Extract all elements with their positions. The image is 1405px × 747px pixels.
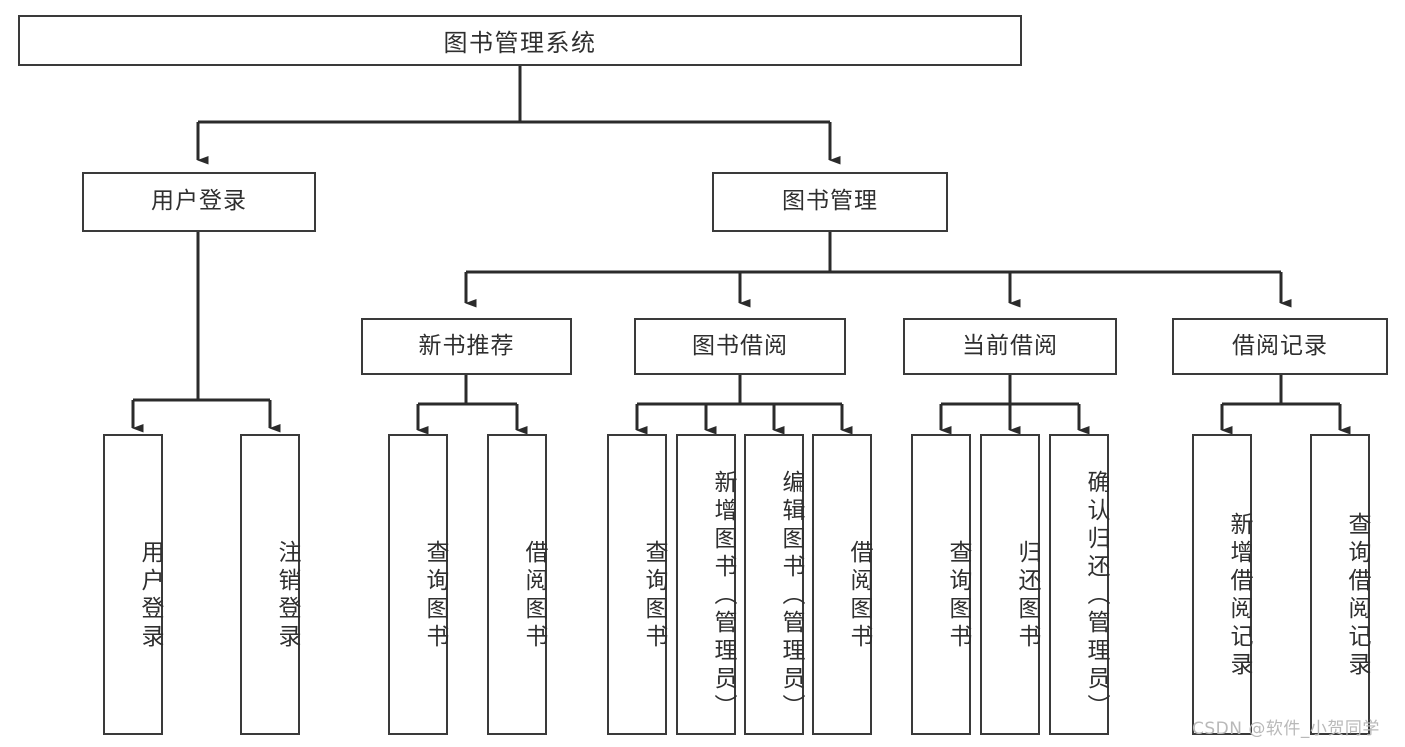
node-label: 确认归还（管理员） <box>1083 469 1109 722</box>
leaf-current-borrow-return-book[interactable]: 归还图书 <box>980 434 1040 735</box>
node-user-login[interactable]: 用户登录 <box>82 172 316 232</box>
leaf-new-book-borrow-book[interactable]: 借阅图书 <box>487 434 547 735</box>
node-label: 借阅图书 <box>521 539 547 652</box>
node-label: 用户登录 <box>151 188 247 215</box>
node-book-borrow[interactable]: 图书借阅 <box>634 318 846 375</box>
node-label: 查询借阅记录 <box>1344 511 1370 680</box>
node-label: 新书推荐 <box>418 332 515 359</box>
node-label: 借阅记录 <box>1232 332 1328 359</box>
leaf-book-borrow-edit-book-admin[interactable]: 编辑图书（管理员） <box>744 434 804 735</box>
node-label: 借阅图书 <box>846 539 872 652</box>
node-label: 用户登录 <box>137 539 163 652</box>
node-new-book-recommend[interactable]: 新书推荐 <box>361 318 572 375</box>
node-label: 新增图书（管理员） <box>710 469 736 722</box>
leaf-book-borrow-query-book[interactable]: 查询图书 <box>607 434 667 735</box>
leaf-book-borrow-add-book-admin[interactable]: 新增图书（管理员） <box>676 434 736 735</box>
node-label: 图书借阅 <box>692 332 788 359</box>
leaf-borrow-record-add-record[interactable]: 新增借阅记录 <box>1192 434 1252 735</box>
node-label: 查询图书 <box>641 539 667 652</box>
node-label: 注销登录 <box>274 539 300 652</box>
node-label: 查询图书 <box>422 539 448 652</box>
leaf-current-borrow-query-book[interactable]: 查询图书 <box>911 434 971 735</box>
node-current-borrow[interactable]: 当前借阅 <box>903 318 1117 375</box>
node-label: 新增借阅记录 <box>1226 511 1252 680</box>
node-label: 归还图书 <box>1014 539 1040 652</box>
node-root-book-management-system[interactable]: 图书管理系统 <box>18 15 1022 66</box>
leaf-user-login-login[interactable]: 用户登录 <box>103 434 163 735</box>
leaf-user-login-logout[interactable]: 注销登录 <box>240 434 300 735</box>
leaf-borrow-record-query-record[interactable]: 查询借阅记录 <box>1310 434 1370 735</box>
leaf-book-borrow-borrow-book[interactable]: 借阅图书 <box>812 434 872 735</box>
node-book-management[interactable]: 图书管理 <box>712 172 948 232</box>
leaf-current-borrow-confirm-return-admin[interactable]: 确认归还（管理员） <box>1049 434 1109 735</box>
node-label: 图书管理系统 <box>443 29 597 57</box>
node-label: 查询图书 <box>945 539 971 652</box>
node-borrow-record[interactable]: 借阅记录 <box>1172 318 1388 375</box>
leaf-new-book-query-book[interactable]: 查询图书 <box>388 434 448 735</box>
node-label: 编辑图书（管理员） <box>778 469 804 722</box>
node-label: 当前借阅 <box>962 332 1058 359</box>
node-label: 图书管理 <box>782 188 878 215</box>
csdn-watermark: CSDN @软件_小贺同学 <box>1192 719 1380 739</box>
